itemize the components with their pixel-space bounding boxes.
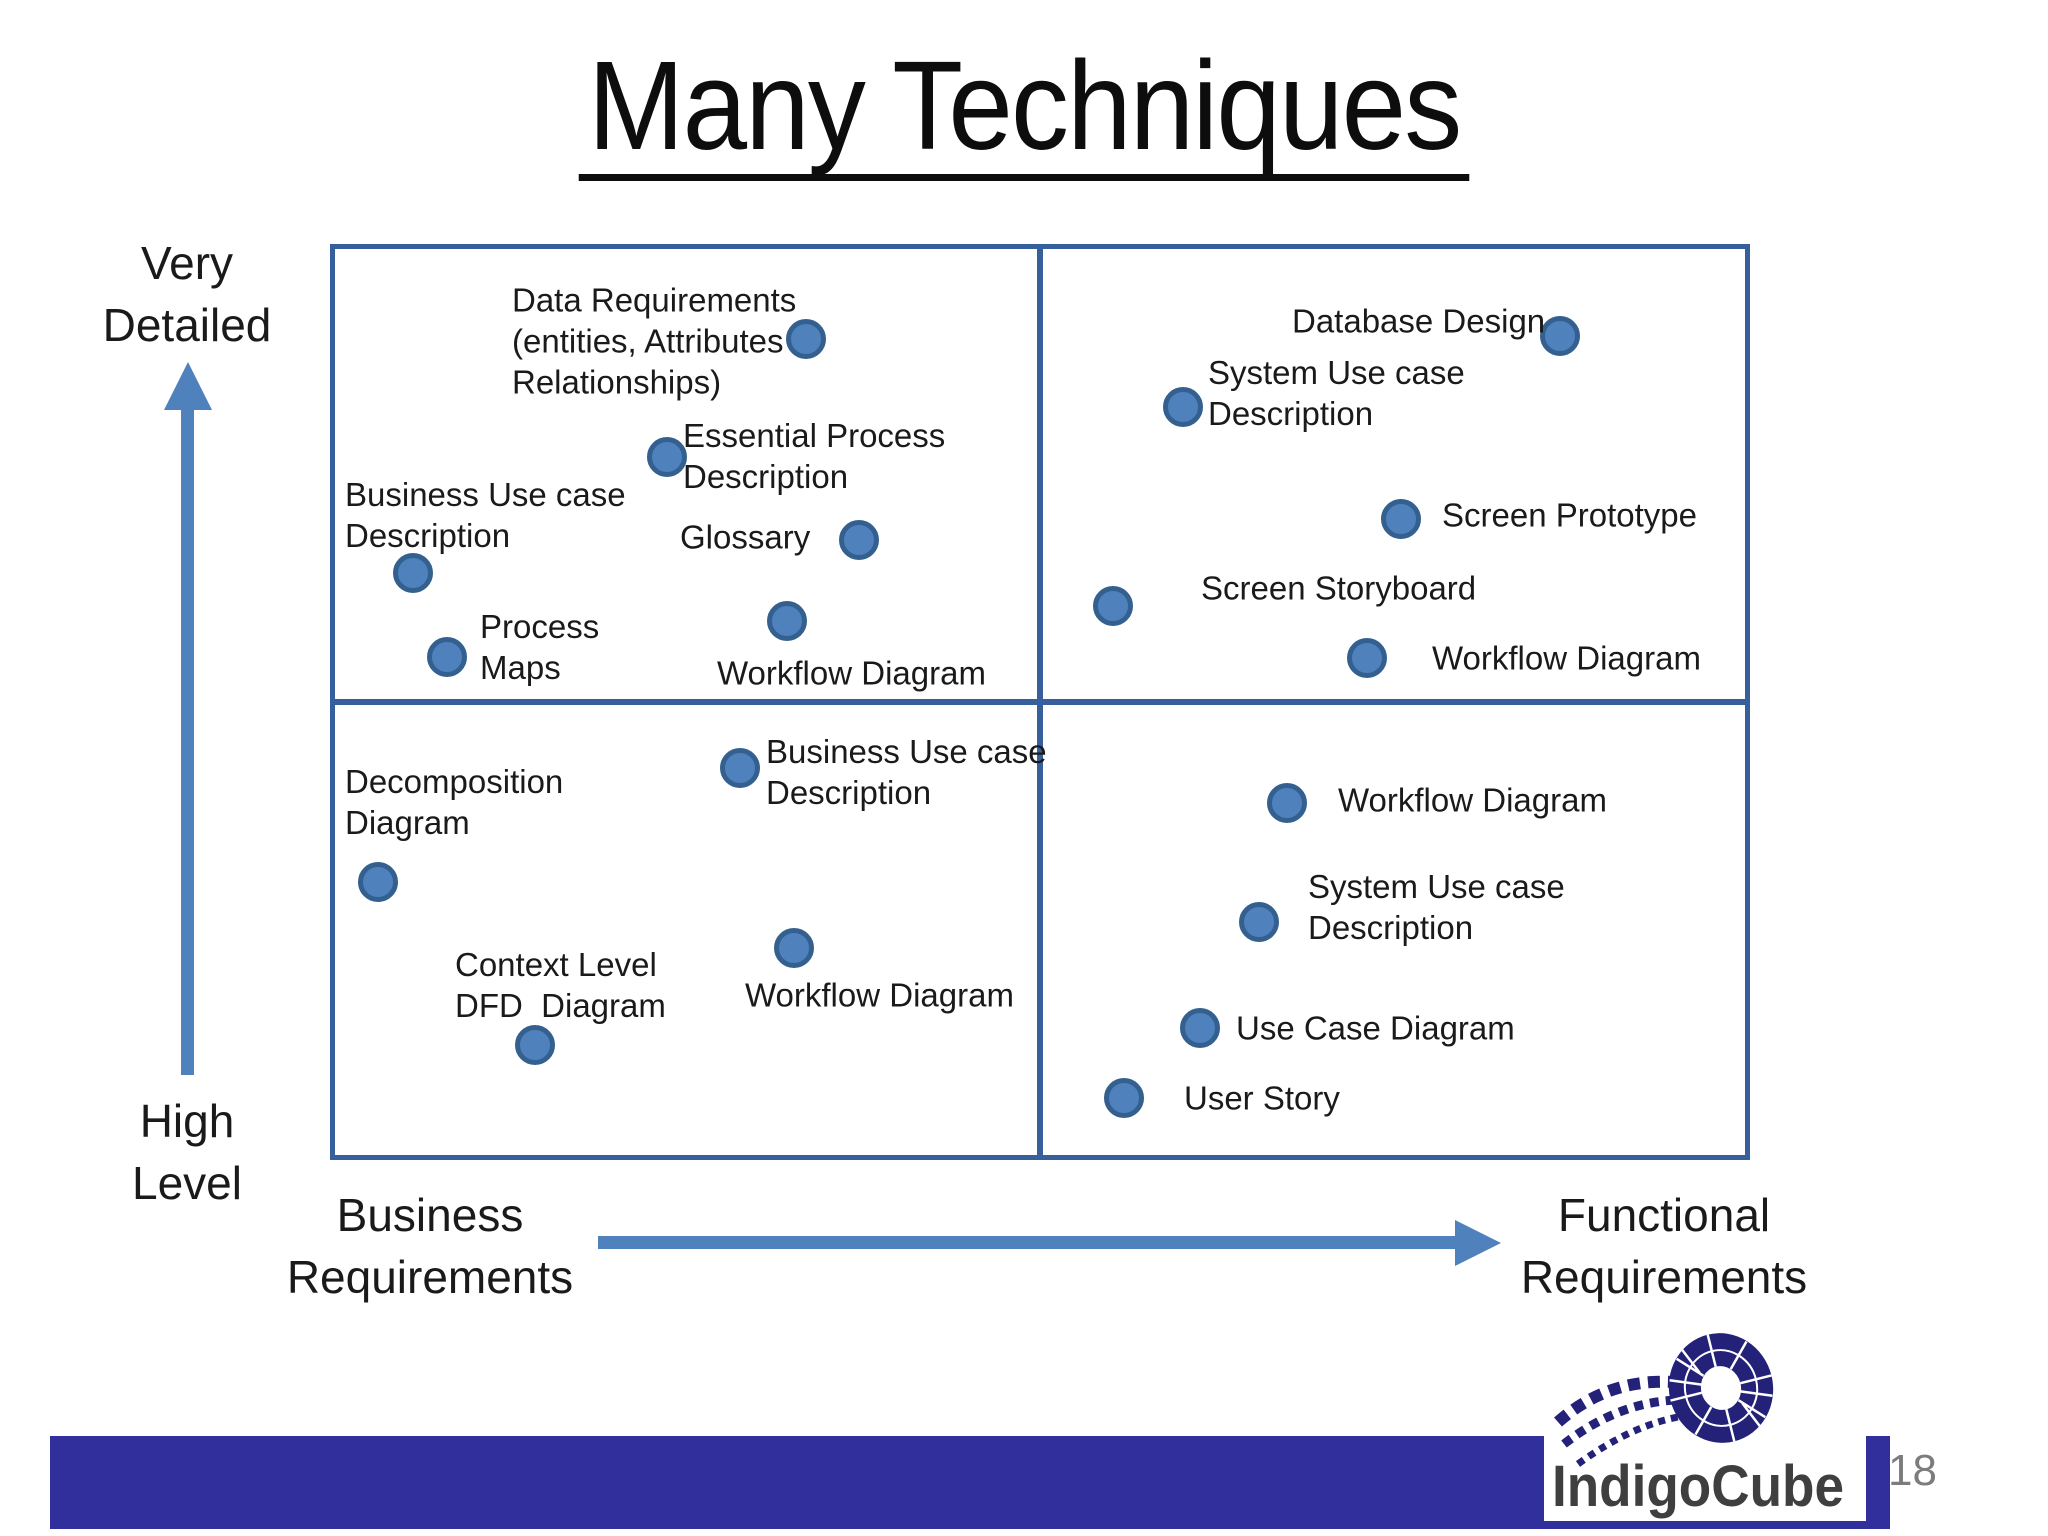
technique-dot [1239,902,1279,942]
y-axis-bottom-label: High Level [132,1095,242,1209]
x-axis-left-label: Business Requirements [286,1189,574,1303]
technique-dot [1093,586,1133,626]
technique-dot [427,637,467,677]
y-axis-arrow-icon [181,408,194,1075]
technique-dot [720,748,760,788]
technique-dot [1180,1008,1220,1048]
technique-label: Database Design [1292,302,1546,340]
x-axis-arrow-icon [598,1236,1456,1249]
title-wrap: Many Techniques [0,37,2048,182]
technique-label: Workflow Diagram [1338,781,1607,819]
technique-label: Context Level DFD Diagram [455,946,666,1024]
technique-dot [393,553,433,593]
technique-dot [786,319,826,359]
technique-dot [1347,638,1387,678]
logo-cube-ring-icon [1668,1333,1774,1443]
indigocube-logo: IndigoCube [1544,1333,1866,1521]
technique-dot [515,1025,555,1065]
technique-dot [767,601,807,641]
technique-label: Essential Process Description [683,417,946,495]
x-axis-arrow-head-icon [1455,1220,1501,1266]
quadrant-grid [330,244,1750,1160]
technique-label: System Use case Description [1208,354,1465,432]
y-axis-arrow-head-icon [164,362,212,410]
technique-dot [1540,316,1580,356]
technique-label: Business Use case Description [345,476,626,554]
technique-label: Decomposition Diagram [345,763,564,841]
technique-label: Use Case Diagram [1236,1009,1515,1047]
technique-label: Workflow Diagram [717,654,986,692]
technique-dot [1381,499,1421,539]
logo-swoosh-icon [1554,1375,1685,1467]
technique-dot [1267,783,1307,823]
technique-label: Glossary [680,518,811,556]
technique-dot [647,437,687,477]
technique-label: Screen Prototype [1442,496,1697,534]
technique-label: Screen Storyboard [1201,569,1477,607]
x-axis-right-label: Functional Requirements [1520,1189,1808,1303]
technique-dot [1163,387,1203,427]
page-title: Many Techniques [578,37,1470,182]
page-number: 18 [1888,1446,1937,1495]
technique-label: Data Requirements (entities, Attributes … [512,281,797,401]
y-axis-top-label: Very Detailed [102,237,272,351]
technique-dot [839,520,879,560]
logo-brand-text: IndigoCube [1552,1454,1844,1519]
technique-dot [1104,1078,1144,1118]
technique-label: User Story [1184,1079,1340,1117]
technique-label: Business Use case Description [766,733,1047,811]
technique-label: System Use case Description [1308,868,1565,946]
technique-dot [774,928,814,968]
technique-dot [358,862,398,902]
technique-label: Workflow Diagram [745,976,1014,1014]
grid-horizontal-divider [335,699,1745,705]
technique-label: Process Maps [480,608,600,686]
technique-label: Workflow Diagram [1432,639,1701,677]
